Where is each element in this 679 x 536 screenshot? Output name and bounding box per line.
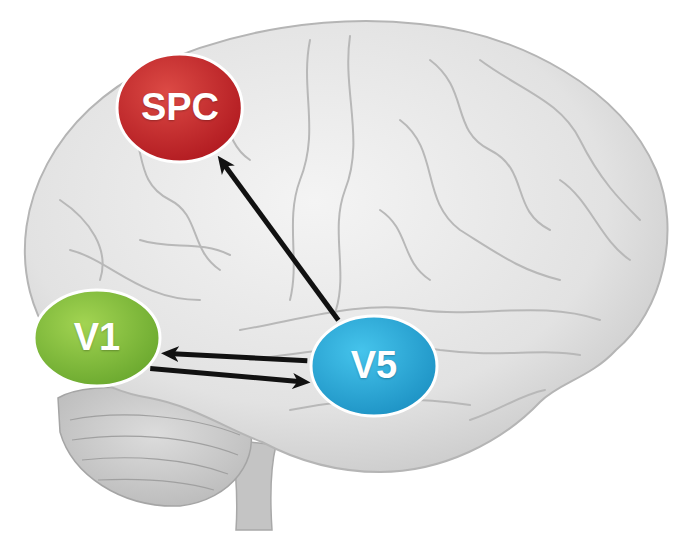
region-circle: V1 (32, 288, 162, 388)
circle-fill (311, 316, 437, 416)
cerebrum-outline (25, 21, 668, 472)
arrow-connector (150, 369, 298, 382)
arrow-connector (225, 165, 339, 320)
arrow-connector (173, 354, 307, 361)
region-label: V5 (351, 345, 397, 387)
region-circle: V5 (309, 314, 439, 418)
circle-fill (34, 290, 160, 386)
region-label: SPC (141, 87, 219, 129)
region-label: V1 (74, 317, 120, 359)
circle-fill (117, 54, 242, 162)
region-circle: SPC (115, 52, 244, 164)
cerebellum-folds (70, 415, 240, 490)
